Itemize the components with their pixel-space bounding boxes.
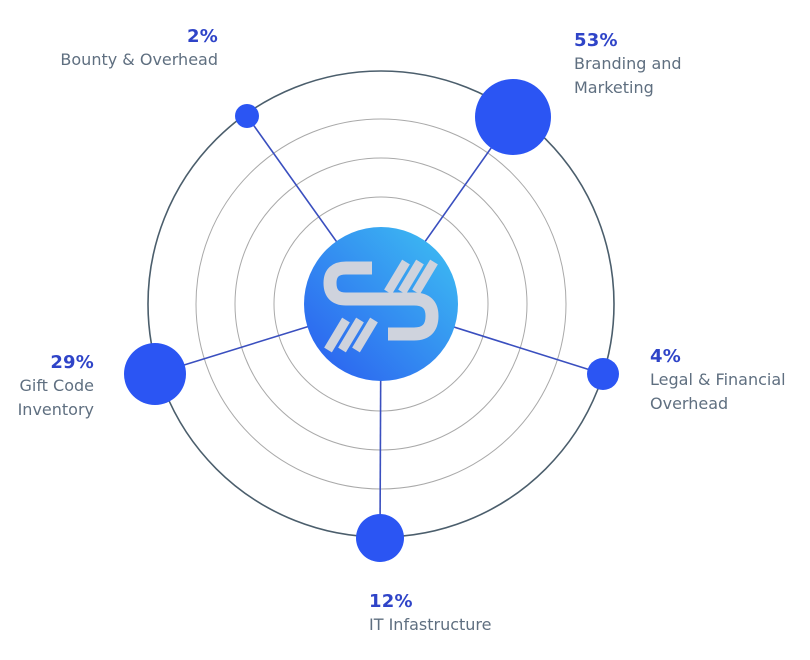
label-branding-marketing: 53% Branding and Marketing [574,30,714,101]
percent-branding-marketing: 53% [574,30,618,51]
node-gift-code-inventory [124,343,186,405]
label-legal-financial: 4% Legal & Financial Overhead [650,346,808,417]
label-gift-code-inventory: 29% Gift Code Inventory [0,352,94,423]
node-it-infrastructure [356,514,404,562]
percent-gift-code-inventory: 29% [50,352,94,373]
nodes [124,79,619,562]
name-legal-financial: Legal & Financial Overhead [650,369,786,414]
percent-bounty-overhead: 2% [187,26,218,47]
node-legal-financial [587,358,619,390]
percent-it-infrastructure: 12% [369,591,413,612]
s-logo-icon [304,227,458,381]
name-bounty-overhead: Bounty & Overhead [60,49,218,69]
label-bounty-overhead: 2% Bounty & Overhead [60,26,218,72]
percent-legal-financial: 4% [650,346,681,367]
name-gift-code-inventory: Gift Code Inventory [17,375,94,420]
node-bounty-overhead [235,104,259,128]
node-branding-marketing [475,79,551,155]
label-it-infrastructure: 12% IT Infastructure [369,591,491,637]
name-it-infrastructure: IT Infastructure [369,614,492,634]
name-branding-marketing: Branding and Marketing [574,53,682,98]
